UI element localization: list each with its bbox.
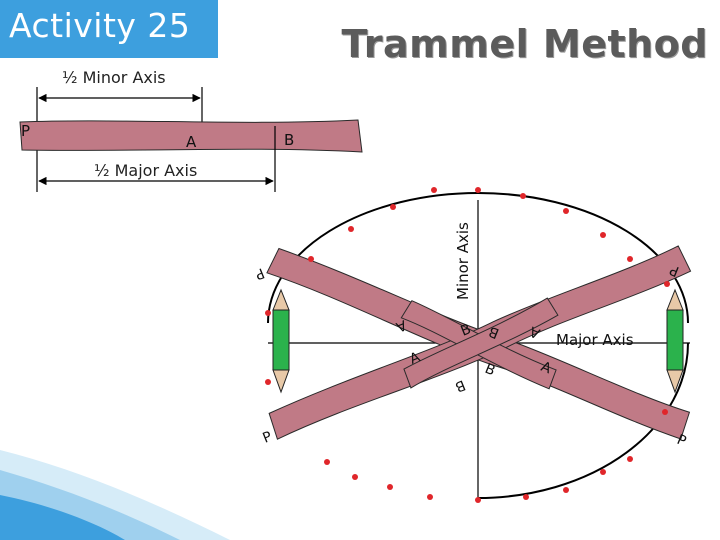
corner-decoration — [0, 450, 230, 540]
pencil-right — [666, 288, 684, 394]
plotted-point — [627, 256, 633, 262]
major-axis-label: ½ Major Axis — [94, 161, 197, 180]
trammel-strip-d — [403, 297, 559, 389]
strip-label-p-lower-left: P — [261, 429, 275, 447]
plotted-point — [387, 484, 393, 490]
ellipse-minor-axis-label: Minor Axis — [454, 222, 472, 300]
activity-badge: Activity 25 — [0, 0, 218, 58]
strip-point-a: A — [186, 133, 197, 151]
plotted-point — [265, 379, 271, 385]
ellipse-construction: Minor Axis Major Axis P P P P A A A A B … — [253, 187, 692, 503]
plotted-point — [563, 487, 569, 493]
ellipse-arc-lower — [477, 342, 689, 499]
plotted-point — [348, 226, 354, 232]
plotted-point — [427, 494, 433, 500]
plotted-point — [475, 187, 481, 193]
plotted-point — [265, 310, 271, 316]
plotted-point — [662, 409, 668, 415]
plotted-point — [308, 256, 314, 262]
plotted-point — [324, 459, 330, 465]
strip-point-b: B — [284, 131, 294, 149]
strip-label-p-upper-left: P — [253, 264, 267, 282]
page-title: Trammel Method — [341, 22, 708, 66]
strip-point-p: P — [21, 122, 30, 140]
plotted-point — [563, 208, 569, 214]
paper-strip — [19, 119, 363, 153]
plotted-point — [664, 281, 670, 287]
plotted-points — [265, 187, 670, 503]
minor-axis-label: ½ Minor Axis — [62, 68, 166, 87]
plotted-point — [600, 469, 606, 475]
activity-label: Activity 25 — [9, 6, 191, 45]
strip-label-b-3: B — [453, 376, 468, 394]
plotted-point — [627, 456, 633, 462]
plotted-point — [475, 497, 481, 503]
pencil-left — [272, 288, 290, 394]
ellipse-major-axis-label: Major Axis — [556, 331, 634, 349]
strip-label-b-4: B — [483, 361, 498, 379]
plotted-point — [352, 474, 358, 480]
plotted-point — [523, 494, 529, 500]
trammel-construction: ½ Minor Axis P A B ½ Major Axis — [19, 68, 363, 192]
plotted-point — [431, 187, 437, 193]
plotted-point — [520, 193, 526, 199]
plotted-point — [600, 232, 606, 238]
plotted-point — [390, 204, 396, 210]
